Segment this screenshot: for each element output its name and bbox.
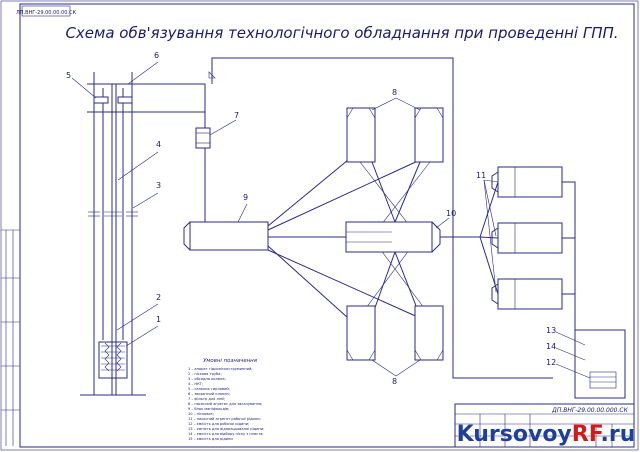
- legend-item: 4 – НКТ;: [188, 382, 203, 386]
- tank-block: [574, 329, 626, 399]
- legend-item: 12 – ємкість для робочої рідини;: [188, 422, 249, 426]
- legend-item: 3 – обсадна колона;: [188, 377, 226, 381]
- legend-item: 10 – пісковоз;: [188, 412, 214, 416]
- legend-item: 13 – ємність для відпрацьованої рідини;: [188, 427, 264, 431]
- pump-unit-8-bottom-right: [414, 305, 444, 361]
- legend-item: 7 – фільтр для лінії;: [188, 397, 225, 401]
- legend: Умовні позначення 1 – апарат гідропіскос…: [188, 358, 264, 441]
- legend-item: 8 – насосний агрегат для закачування;: [188, 402, 262, 406]
- callout-8-bottom: 8: [392, 377, 397, 386]
- legend-title: Умовні позначення: [203, 358, 258, 364]
- legend-item: 14 – ємкість для відбору піску з пласта;: [188, 432, 264, 436]
- callout-10: 10: [446, 209, 456, 218]
- legend-item: 6 – зворотний клапан;: [188, 392, 230, 396]
- callout-14: 14: [546, 342, 556, 351]
- legend-item: 1 – апарат гідропіскоструминний;: [188, 367, 253, 371]
- legend-item: 2 – піскова труба;: [188, 372, 222, 376]
- left-margin-strip: [1, 229, 20, 446]
- callout-3: 3: [156, 181, 161, 190]
- check-valve: [208, 71, 216, 79]
- hydro-sand-jet-apparatus: [98, 341, 128, 379]
- callout-8-top: 8: [392, 88, 397, 97]
- manifold-block-9: [183, 221, 269, 251]
- top-stamp-text: ЛП.ВНГ-29.00.00.00.СК: [16, 10, 76, 16]
- title-block-code: ДП.ВНГ-29.00.00.000.СК: [551, 407, 628, 414]
- legend-item: 11 – насосний агрегат робочої рідини;: [188, 417, 261, 421]
- legend-item: 15 – ємкість для рідини: [188, 437, 233, 441]
- callout-4: 4: [156, 140, 161, 149]
- working-fluid-unit-11-c: [491, 278, 563, 310]
- callout-12: 12: [546, 358, 556, 367]
- callout-1: 1: [156, 315, 161, 324]
- watermark-part1: Kursovoy: [457, 422, 572, 447]
- callout-11: 11: [476, 171, 486, 180]
- working-fluid-unit-11-b: [491, 222, 563, 254]
- callout-9: 9: [243, 193, 248, 202]
- callout-13: 13: [546, 326, 556, 335]
- legend-item: 5 – сальник гирловий;: [188, 387, 230, 391]
- filter-7: [195, 127, 211, 149]
- drawing-title: Схема обв'язування технологічного обладн…: [65, 24, 618, 42]
- callout-5: 5: [66, 71, 71, 80]
- watermark-part2: RF: [572, 422, 603, 447]
- working-fluid-unit-11-a: [491, 166, 563, 198]
- pump-unit-8-top-right: [414, 107, 444, 163]
- wellhead-seal: [93, 96, 109, 104]
- svg-text:KursovoyRF.ru: KursovoyRF.ru: [457, 422, 636, 447]
- pump-unit-8-top-left: [346, 107, 376, 163]
- callout-7: 7: [234, 111, 239, 120]
- kursovoyrf-watermark-logo: KursovoyRF.ru: [456, 422, 636, 448]
- callout-2: 2: [156, 293, 161, 302]
- sheet-inner-frame: [19, 3, 635, 448]
- callout-6: 6: [154, 51, 159, 60]
- pump-unit-8-bottom-left: [346, 305, 376, 361]
- legend-item: 9 – блок маніфольдів;: [188, 407, 229, 411]
- sand-truck-10: [345, 221, 441, 253]
- title-block: ДП.ВНГ-29.00.00.000.СК: [454, 403, 635, 448]
- pipelines: [152, 57, 576, 379]
- top-stamp-box: [21, 5, 71, 17]
- well: [80, 72, 152, 396]
- watermark-part3: .ru: [601, 422, 636, 447]
